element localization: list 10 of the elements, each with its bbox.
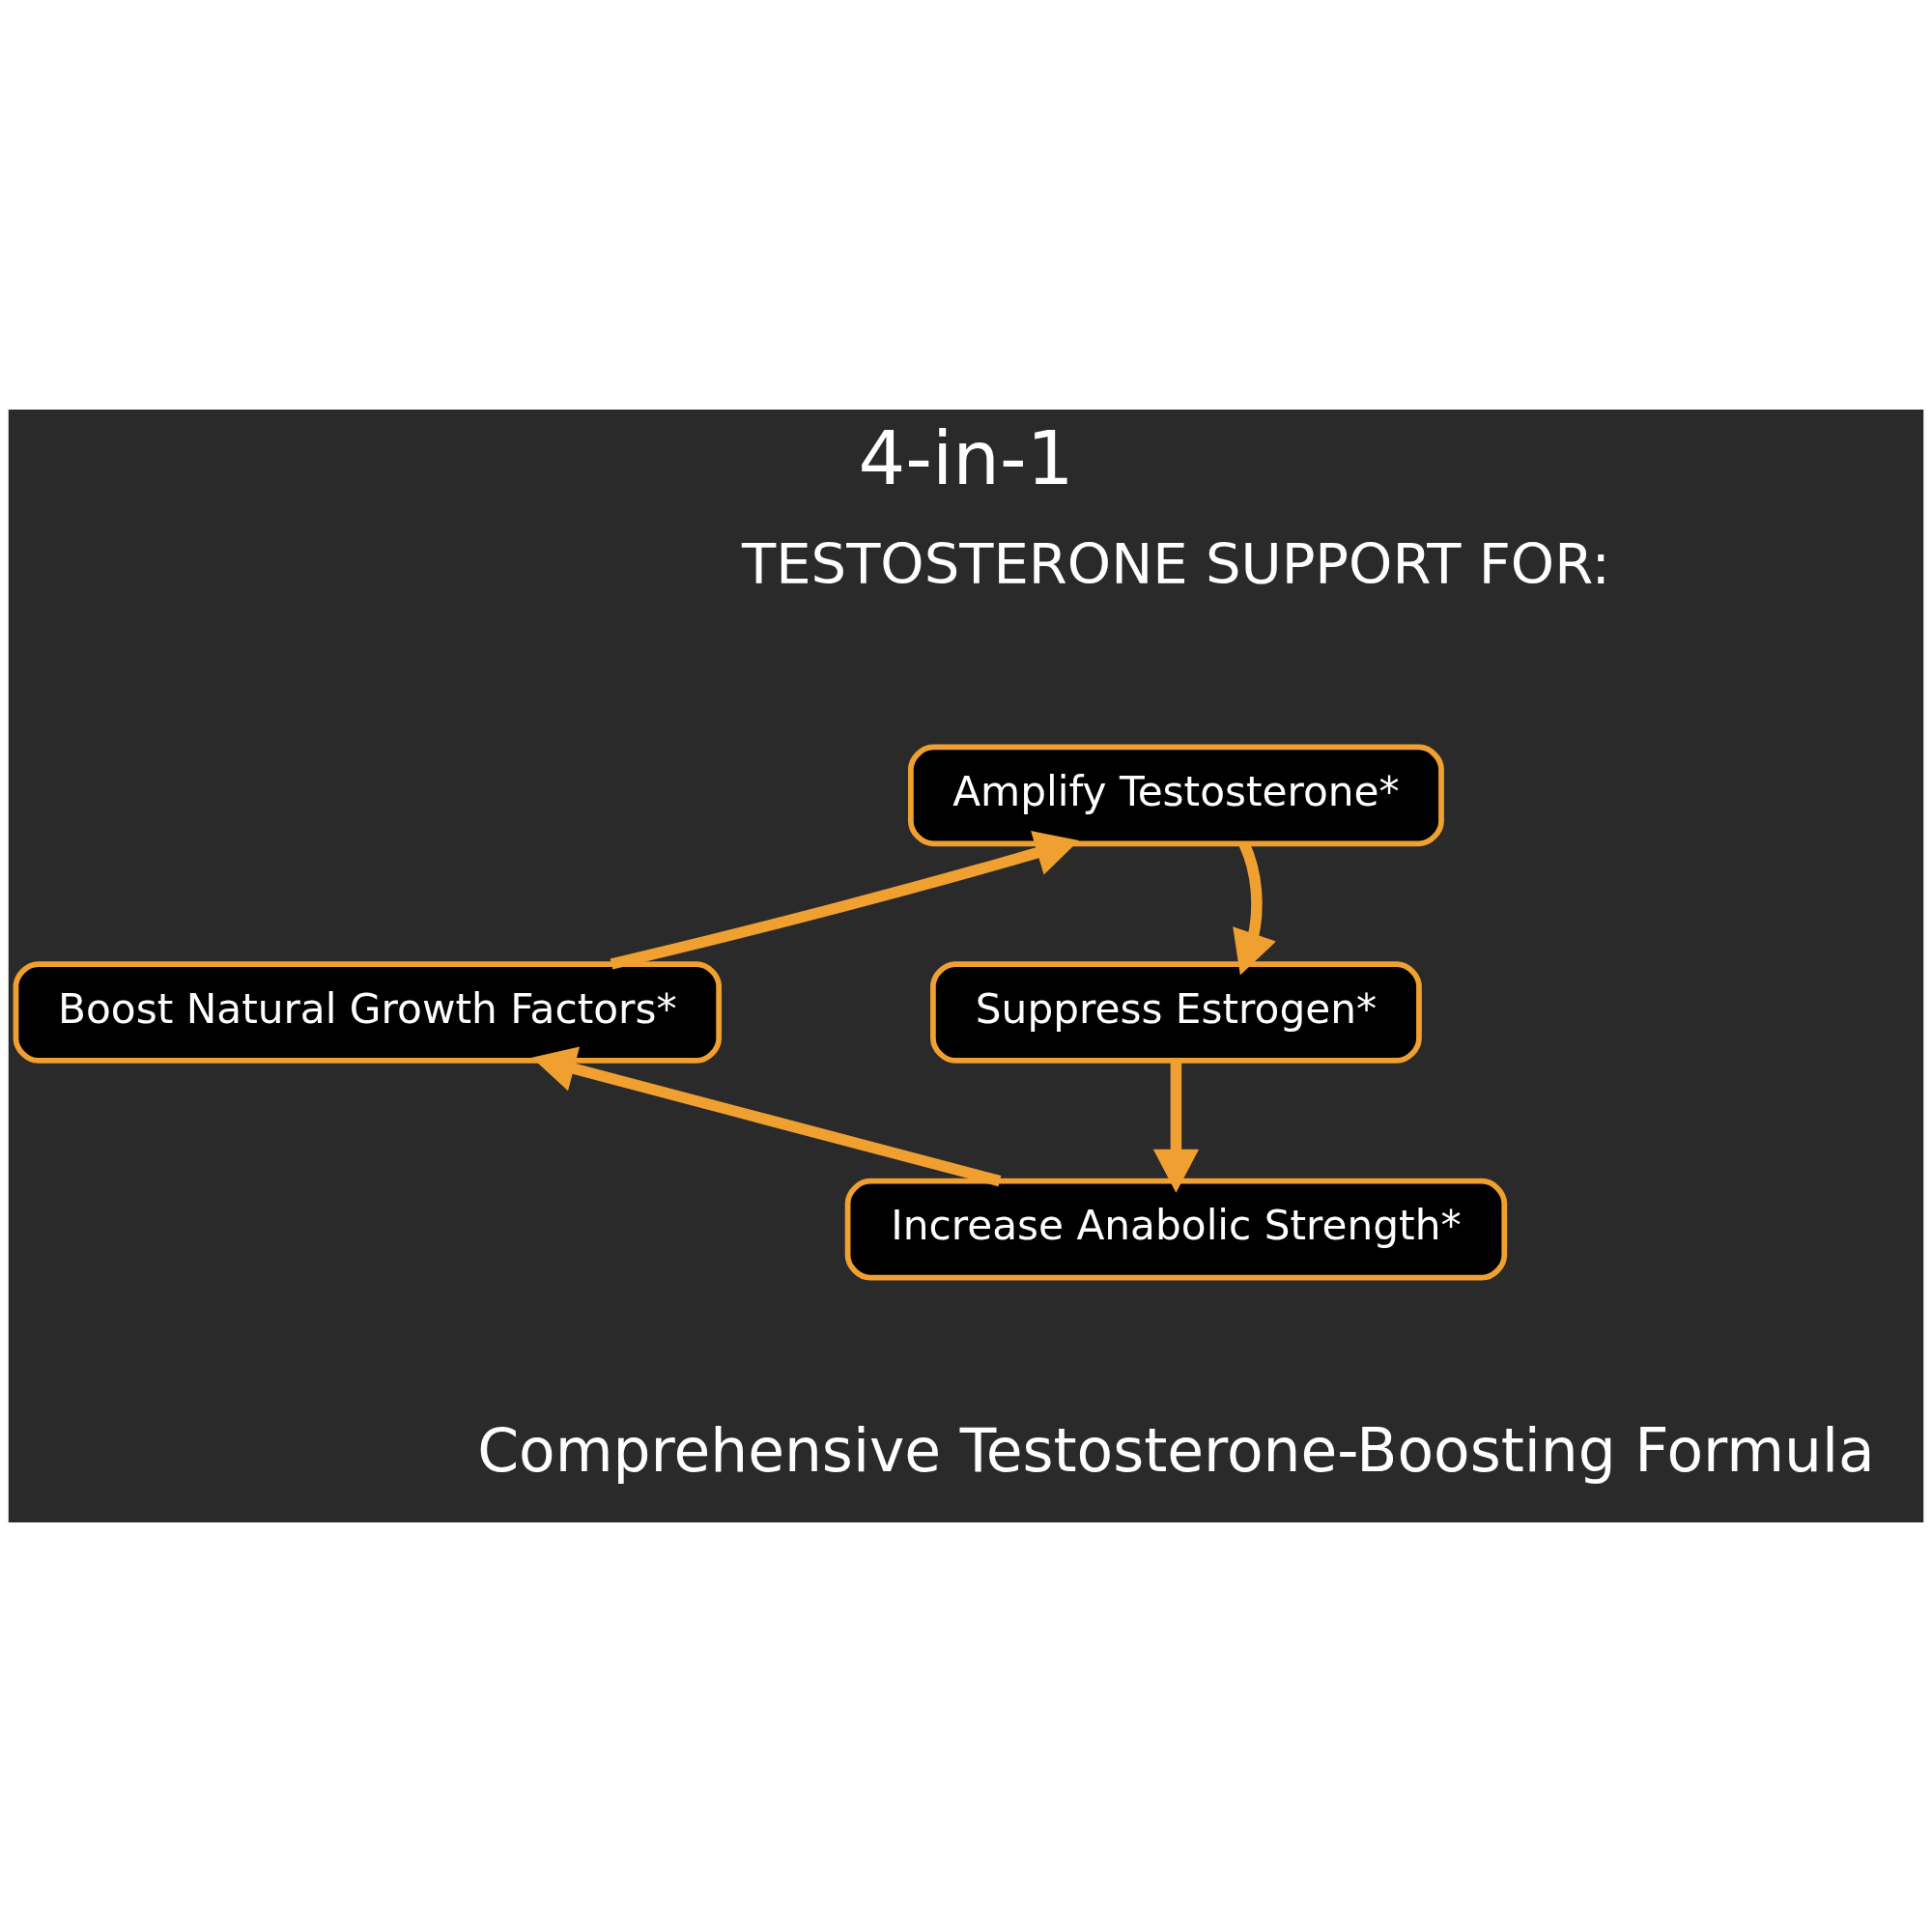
node-box: Amplify Testosterone*: [908, 744, 1444, 847]
label: TESTOSTERONE SUPPORT FOR:: [742, 532, 1610, 598]
diagram-title: 4-in-1: [858, 414, 1074, 501]
node-box: Increase Anabolic Strength*: [844, 1178, 1508, 1281]
arrow: [1152, 1061, 1200, 1193]
caption: Comprehensive Testosterone-Boosting Formula: [477, 1416, 1875, 1486]
arrow: [610, 831, 1080, 970]
arrow: [531, 1046, 1002, 1187]
node-box: Suppress Estrogen*: [930, 961, 1422, 1064]
node-box: Boost Natural Growth Factors*: [13, 961, 723, 1064]
